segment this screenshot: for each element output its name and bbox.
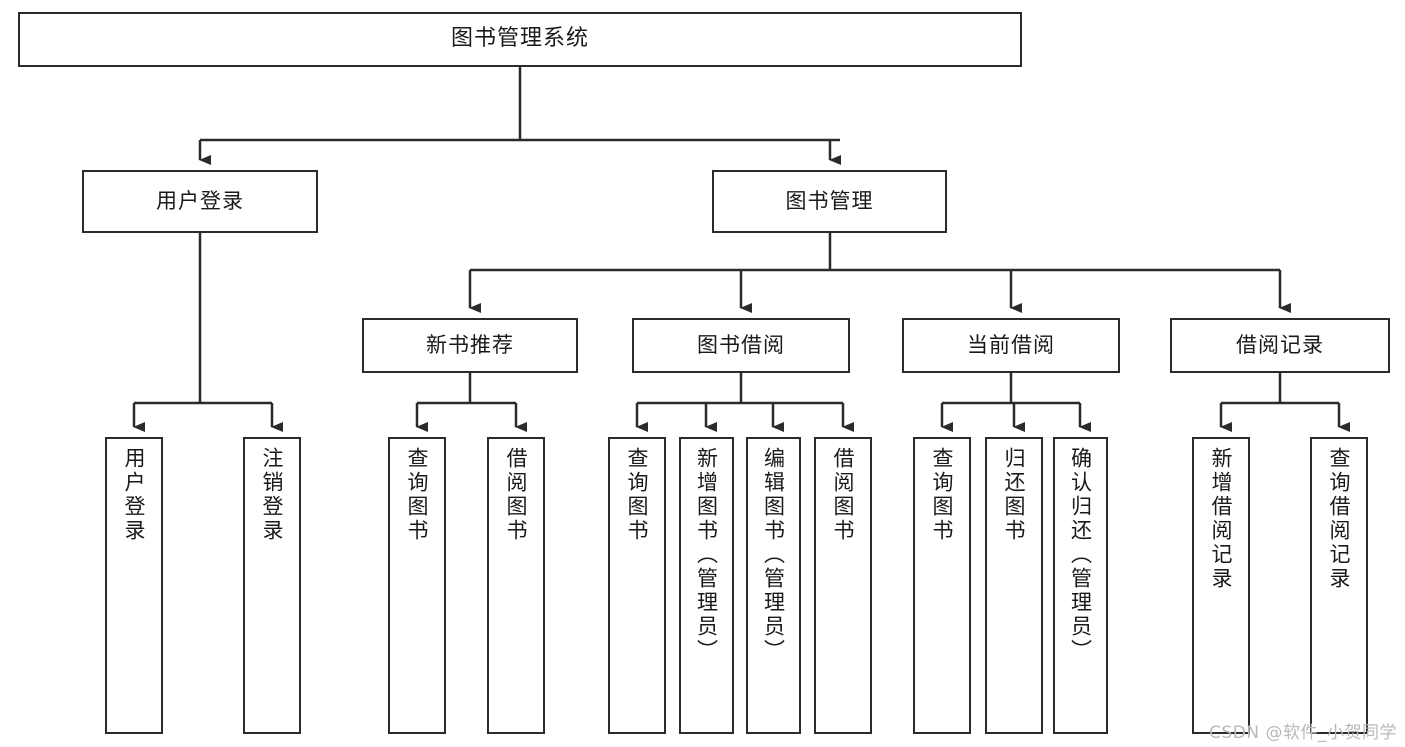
node-label: 图书管理系统 xyxy=(450,26,589,52)
node-label: 查询图书 xyxy=(930,447,955,543)
node-label: 用户登录 xyxy=(122,447,147,543)
node-book-management[interactable]: 图书管理 xyxy=(712,170,947,233)
node-borrow-record[interactable]: 借阅记录 xyxy=(1170,318,1390,373)
node-label: 新增借阅记录 xyxy=(1209,447,1234,591)
node-label: 图书管理 xyxy=(785,188,874,213)
edge-borrowrecord-to-leaves xyxy=(1219,373,1350,432)
node-label: 新增图书（管理员） xyxy=(694,447,719,663)
edge-newbook-to-leaves xyxy=(415,373,527,432)
node-label: 借阅图书 xyxy=(504,447,529,543)
node-label: 注销登录 xyxy=(260,447,285,543)
node-leaf-logout[interactable]: 注销登录 xyxy=(243,437,301,734)
node-label: 查询图书 xyxy=(405,447,430,543)
node-root[interactable]: 图书管理系统 xyxy=(18,12,1022,67)
node-leaf-borrow-book-newbook[interactable]: 借阅图书 xyxy=(487,437,545,734)
watermark-text: CSDN @软件_小贺同学 xyxy=(1209,723,1397,743)
node-leaf-user-login[interactable]: 用户登录 xyxy=(105,437,163,734)
node-current-borrow[interactable]: 当前借阅 xyxy=(902,318,1120,373)
node-new-book-recommend[interactable]: 新书推荐 xyxy=(362,318,578,373)
node-label: 当前借阅 xyxy=(967,332,1055,357)
node-leaf-query-book-borrow[interactable]: 查询图书 xyxy=(608,437,666,734)
node-label: 借阅图书 xyxy=(831,447,856,543)
node-label: 用户登录 xyxy=(156,188,244,213)
edge-userlogin-to-leaves xyxy=(132,233,283,432)
node-leaf-add-book-admin[interactable]: 新增图书（管理员） xyxy=(679,437,734,734)
node-leaf-query-book-current[interactable]: 查询图书 xyxy=(913,437,971,734)
edge-bookborrow-to-leaves xyxy=(635,373,854,432)
node-leaf-add-borrow-record[interactable]: 新增借阅记录 xyxy=(1192,437,1250,734)
node-label: 图书借阅 xyxy=(697,332,785,357)
node-user-login[interactable]: 用户登录 xyxy=(82,170,318,233)
node-label: 编辑图书（管理员） xyxy=(761,447,786,663)
node-leaf-borrow-book-borrow[interactable]: 借阅图书 xyxy=(814,437,872,734)
edge-root-to-level2 xyxy=(198,67,841,165)
node-label: 归还图书 xyxy=(1002,447,1027,543)
node-label: 确认归还（管理员） xyxy=(1068,447,1093,663)
node-leaf-confirm-return-admin[interactable]: 确认归还（管理员） xyxy=(1053,437,1108,734)
node-label: 借阅记录 xyxy=(1236,332,1324,357)
node-leaf-edit-book-admin[interactable]: 编辑图书（管理员） xyxy=(746,437,801,734)
edge-bookmanage-to-level3 xyxy=(468,233,1291,313)
node-leaf-query-book-newbook[interactable]: 查询图书 xyxy=(388,437,446,734)
node-label: 新书推荐 xyxy=(426,332,514,357)
node-book-borrow[interactable]: 图书借阅 xyxy=(632,318,850,373)
node-label: 查询图书 xyxy=(625,447,650,543)
node-leaf-return-book[interactable]: 归还图书 xyxy=(985,437,1043,734)
edge-currentborrow-to-leaves xyxy=(940,373,1091,432)
node-leaf-query-borrow-record[interactable]: 查询借阅记录 xyxy=(1310,437,1368,734)
node-label: 查询借阅记录 xyxy=(1327,447,1352,591)
